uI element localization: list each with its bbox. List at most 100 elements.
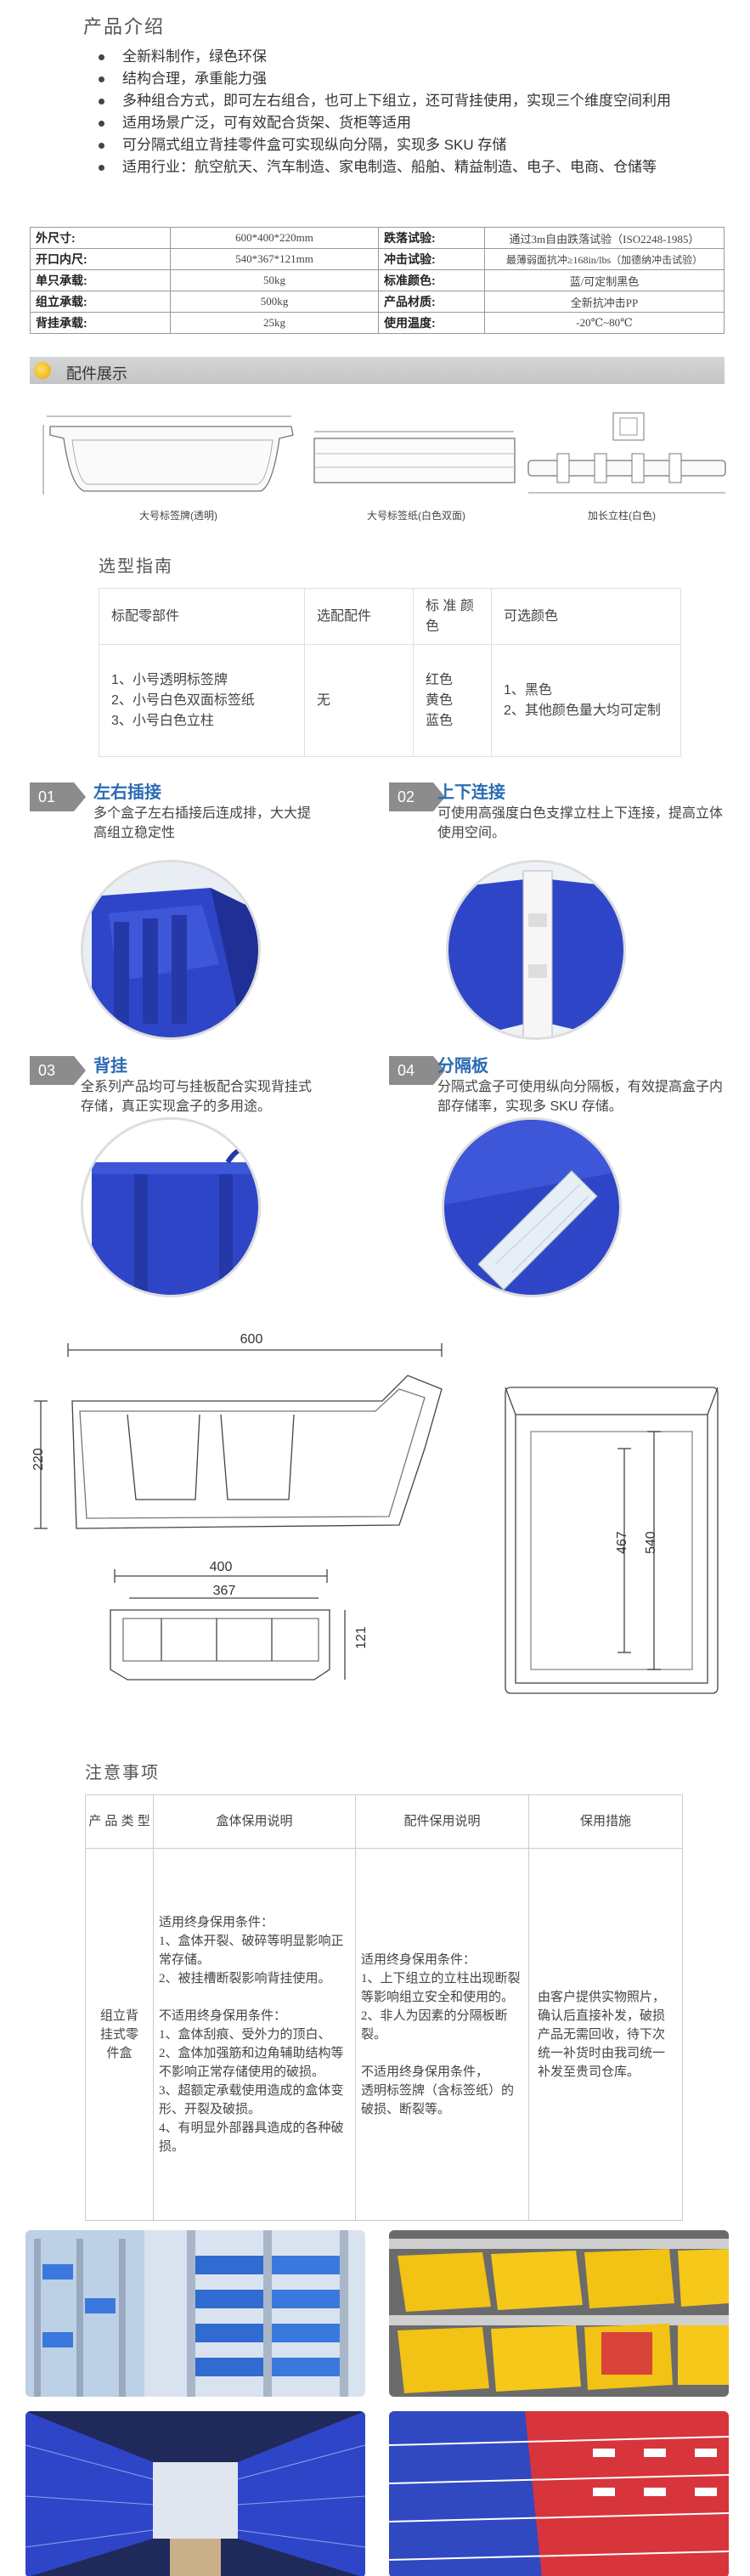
intro-bullet: 全新料制作，绿色环保 (93, 46, 688, 68)
label-holder-drawing (42, 415, 294, 494)
spec-value: 540*367*121mm (170, 248, 379, 270)
intro-bullet: 可分隔式组立背挂零件盒可实现纵向分隔，实现多 SKU 存储 (93, 134, 688, 156)
technical-drawing-front-side: 600 220 400 367 121 (31, 1332, 443, 1681)
accessory-caption: 大号标签牌(透明) (139, 510, 217, 522)
blue-bins-aisle-image (25, 2411, 365, 2576)
feature-title: 左右插接 (93, 783, 161, 802)
intro-bullet: 适用场景广泛，可有效配合货架、货柜等适用 (93, 112, 688, 134)
feature-number: 02 (389, 782, 445, 811)
column-header: 保用措施 (528, 1794, 683, 1849)
sun-icon (34, 362, 51, 379)
table-row: 1、小号透明标签牌 2、小号白色双面标签纸 3、小号白色立柱 无 红色 黄色 蓝… (99, 644, 681, 757)
table-cell: 适用终身保用条件： 1、盒体开裂、破碎等明显影响正常存储。 2、被挂槽断裂影响背… (153, 1848, 356, 2221)
feature-desc: 分隔式盒子可使用纵向分隔板，有效提高盒子内部存储率，实现多 SKU 存储。 (437, 1080, 724, 1114)
accessories-title: 配件展示 (66, 365, 127, 382)
table-row: 外尺寸: 600*400*220mm 跌落试验: 通过3m自由跌落试验（ISO2… (30, 227, 725, 249)
feature-title: 背挂 (93, 1057, 127, 1076)
red-blue-bins-image (389, 2411, 729, 2576)
feature-title: 上下连接 (437, 783, 505, 802)
feature-photo-divider (442, 1117, 622, 1297)
selection-title: 选型指南 (99, 557, 173, 576)
spec-value: -20℃~80℃ (484, 312, 725, 334)
column-header: 标配零部件 (99, 588, 305, 645)
table-row: 标配零部件 选配配件 标 准 颜色 可选颜色 (99, 588, 681, 645)
feature-desc: 多个盒子左右插接后连成排，大大提高组立稳定性 (93, 806, 312, 840)
spec-value: 全新抗冲击PP (484, 291, 725, 313)
spec-key: 外尺寸: (30, 227, 171, 249)
warehouse-photo (25, 2230, 365, 2397)
table-cell: 组立背挂式零件盒 (85, 1848, 154, 2221)
dim-length: 600 (240, 1332, 263, 1347)
accessory-caption: 大号标签纸(白色双面) (367, 510, 465, 522)
blue-box-image (83, 1120, 258, 1295)
spec-value: 600*400*220mm (170, 227, 379, 249)
label-paper-drawing (313, 431, 516, 483)
technical-drawing-top: 467 540 (505, 1387, 719, 1694)
spec-key: 产品材质: (378, 291, 485, 313)
spec-value: 通过3m自由跌落试验（ISO2248-1985） (484, 227, 725, 249)
table-row: 背挂承载: 25kg 使用温度: -20℃~80℃ (30, 312, 725, 334)
feature-desc: 可使用高强度白色支撑立柱上下连接，提高立体使用空间。 (437, 806, 724, 840)
blue-box-image (444, 1120, 619, 1295)
table-row: 开口内尺: 540*367*121mm 冲击试验: 最薄弱面抗冲≥168in/l… (30, 248, 725, 270)
feature-number: 03 (30, 1056, 86, 1085)
spec-table: 外尺寸: 600*400*220mm 跌落试验: 通过3m自由跌落试验（ISO2… (30, 227, 725, 334)
intro-bullet: 结构合理，承重能力强 (93, 68, 688, 90)
feature-photo-side-insert (81, 860, 261, 1040)
feature-photo-back-hang (81, 1117, 261, 1297)
column-drawing (527, 412, 726, 494)
red-blue-bins-photo (389, 2411, 729, 2576)
spec-value: 蓝/可定制黑色 (484, 269, 725, 291)
warranty-table: 产 品 类 型 盒体保用说明 配件保用说明 保用措施 组立背挂式零件盒 适用终身… (85, 1794, 683, 2221)
spec-key: 单只承载: (30, 269, 171, 291)
intro-title: 产品介绍 (83, 16, 166, 37)
feature-desc: 全系列产品均可与挂板配合实现背挂式存储，真正实现盒子的多用途。 (81, 1080, 313, 1114)
table-cell: 无 (304, 644, 414, 757)
accessories-bar (30, 357, 725, 384)
spec-key: 冲击试验: (378, 248, 485, 270)
spec-key: 使用温度: (378, 312, 485, 334)
intro-bullet-list: 全新料制作，绿色环保 结构合理，承重能力强 多种组合方式，即可左右组合，也可上下… (93, 46, 688, 178)
dim-inner-length2: 467 (615, 1531, 629, 1554)
spec-value: 50kg (170, 269, 379, 291)
yellow-bins-photo (389, 2230, 729, 2397)
table-row: 单只承载: 50kg 标准颜色: 蓝/可定制黑色 (30, 269, 725, 291)
table-row: 组立承载: 500kg 产品材质: 全新抗冲击PP (30, 291, 725, 313)
feature-number: 04 (389, 1056, 445, 1085)
dim-inner-width: 367 (213, 1584, 236, 1598)
spec-key: 标准颜色: (378, 269, 485, 291)
column-header: 配件保用说明 (355, 1794, 529, 1849)
column-header: 产 品 类 型 (85, 1794, 154, 1849)
table-cell: 1、小号透明标签牌 2、小号白色双面标签纸 3、小号白色立柱 (99, 644, 305, 757)
intro-bullet: 适用行业：航空航天、汽车制造、家电制造、船舶、精益制造、电子、电商、仓储等 (93, 156, 688, 178)
feature-title: 分隔板 (437, 1057, 488, 1076)
blue-bins-aisle-photo (25, 2411, 365, 2576)
table-row: 组立背挂式零件盒 适用终身保用条件： 1、盒体开裂、破碎等明显影响正常存储。 2… (85, 1848, 683, 2221)
intro-bullet: 多种组合方式，即可左右组合，也可上下组立，还可背挂使用，实现三个维度空间利用 (93, 90, 688, 112)
notes-title: 注意事项 (85, 1764, 160, 1782)
dim-height: 220 (31, 1448, 46, 1471)
blue-box-image (83, 862, 258, 1037)
table-cell: 1、黑色 2、其他颜色量大均可定制 (491, 644, 681, 757)
column-header: 选配配件 (304, 588, 414, 645)
blue-box-image (448, 862, 623, 1037)
dim-inner-length: 540 (644, 1531, 658, 1554)
dim-width: 400 (210, 1560, 233, 1574)
feature-number: 01 (30, 782, 86, 811)
table-row: 产 品 类 型 盒体保用说明 配件保用说明 保用措施 (85, 1794, 683, 1849)
accessory-caption: 加长立柱(白色) (588, 510, 656, 522)
column-header: 可选颜色 (491, 588, 681, 645)
spec-key: 跌落试验: (378, 227, 485, 249)
spec-key: 组立承载: (30, 291, 171, 313)
spec-key: 开口内尺: (30, 248, 171, 270)
selection-table: 标配零部件 选配配件 标 准 颜色 可选颜色 1、小号透明标签牌 2、小号白色双… (99, 588, 681, 757)
spec-value: 25kg (170, 312, 379, 334)
column-header: 标 准 颜色 (413, 588, 492, 645)
spec-key: 背挂承载: (30, 312, 171, 334)
spec-value: 最薄弱面抗冲≥168in/lbs（加德纳冲击试验） (484, 248, 725, 270)
table-cell: 适用终身保用条件： 1、上下组立的立柱出现断裂等影响组立安全和使用的。 2、非人… (355, 1848, 529, 2221)
feature-photo-stack (446, 860, 626, 1040)
yellow-bins-image (389, 2230, 729, 2397)
dim-inner-height: 121 (354, 1626, 369, 1649)
warehouse-shelving-image (25, 2230, 365, 2397)
